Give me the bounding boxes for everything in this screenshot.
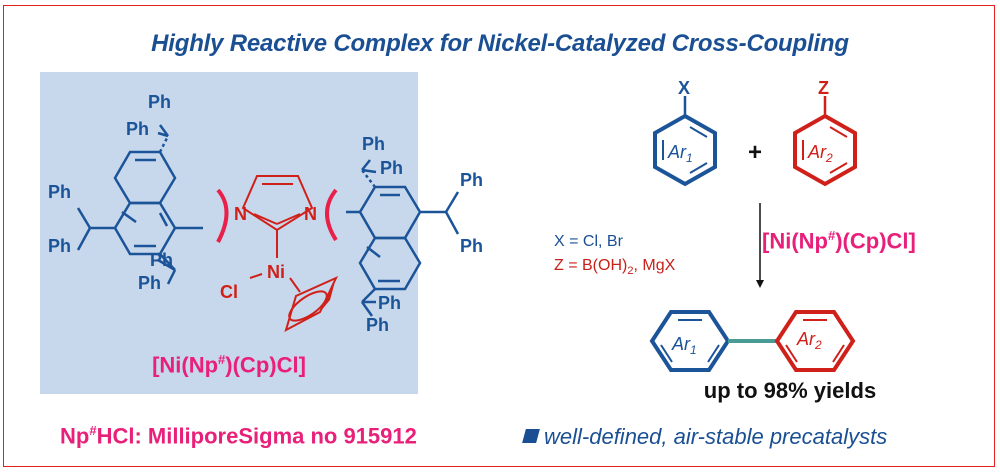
- product-ring2-label: Ar2: [796, 329, 822, 352]
- right-naphthyl: [346, 159, 460, 317]
- product-ring1: [649, 310, 731, 372]
- nickel-label: Ni: [267, 262, 285, 282]
- reactant1-substituent: X: [678, 78, 690, 98]
- condition-x: X = Cl, Br: [554, 233, 623, 250]
- ph-label: Ph: [48, 236, 71, 256]
- ph-label: Ph: [362, 134, 385, 154]
- ph-label: Ph: [366, 315, 389, 335]
- figure-title: Highly Reactive Complex for Nickel-Catal…: [151, 30, 849, 57]
- nitrogen-label: N: [234, 204, 247, 224]
- ph-label: Ph: [380, 158, 403, 178]
- ph-label: Ph: [378, 293, 401, 313]
- condition-z: Z = B(OH)2, MgX: [554, 257, 676, 278]
- ph-label: Ph: [138, 273, 161, 293]
- reactant1-ring: [653, 96, 717, 187]
- reaction-arrowhead: [756, 280, 764, 288]
- reactant1-ring-label: Ar1: [667, 142, 693, 165]
- ph-label: Ph: [150, 250, 173, 270]
- figure-frame: [3, 5, 995, 467]
- yield-text: up to 98% yields: [703, 378, 877, 403]
- reactant2-substituent: Z: [818, 78, 829, 98]
- ph-label: Ph: [48, 182, 71, 202]
- rotation-arrow-left: [216, 188, 229, 243]
- cp-ring: [284, 275, 339, 332]
- complex-panel: [40, 72, 418, 394]
- rotation-arrow-right: [325, 188, 338, 242]
- product-ring1-label: Ar1: [671, 334, 697, 357]
- complex-name-label: [Ni(Np#)(Cp)Cl]: [152, 352, 306, 378]
- ph-label: Ph: [460, 236, 483, 256]
- reactant2-ring-label: Ar2: [807, 142, 833, 165]
- plus-sign: +: [748, 139, 762, 166]
- ph-label: Ph: [460, 170, 483, 190]
- catalyst-label: [Ni(Np#)(Cp)Cl]: [762, 228, 916, 254]
- ph-label: Ph: [148, 92, 171, 112]
- nitrogen-label: N: [304, 204, 317, 224]
- product-ring2: [774, 310, 856, 372]
- nhc-ring: [241, 175, 314, 293]
- chloride-label: Cl: [220, 282, 238, 302]
- reactant2-ring: [793, 96, 857, 187]
- reagent-source: Np#HCl: MilliporeSigma no 915912: [60, 423, 417, 449]
- bullet-icon: [522, 429, 540, 443]
- feature-note: well-defined, air-stable precatalysts: [522, 424, 887, 450]
- ph-label: Ph: [126, 119, 149, 139]
- left-naphthyl: [76, 124, 203, 285]
